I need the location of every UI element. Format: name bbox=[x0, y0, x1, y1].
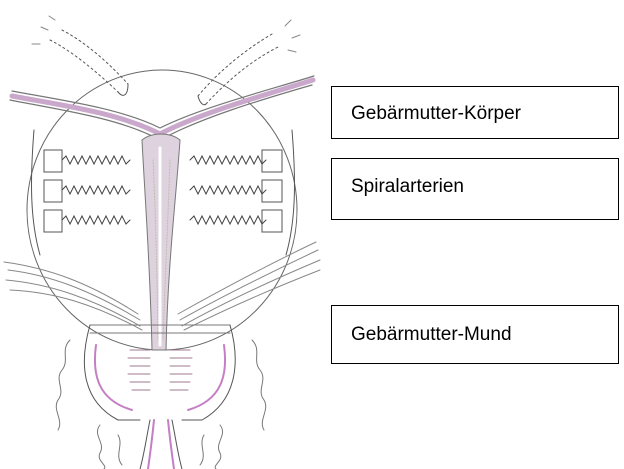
left-spiral-arteries bbox=[62, 156, 130, 224]
label-box-spiral-arteries: Spiralarterien bbox=[331, 158, 619, 220]
vaginal-canal bbox=[140, 420, 182, 469]
left-ligament bbox=[4, 262, 142, 330]
uterus-illustration bbox=[0, 0, 330, 469]
right-radial-vessels bbox=[262, 130, 294, 255]
label-spiral-arteries: Spiralarterien bbox=[351, 177, 464, 196]
left-fallopian-tube bbox=[32, 16, 128, 95]
right-spiral-arteries bbox=[190, 156, 266, 224]
label-cervix: Gebärmutter-Mund bbox=[351, 325, 512, 344]
left-radial-vessels bbox=[32, 130, 62, 255]
surrounding-tissue bbox=[56, 340, 265, 469]
label-box-cervix: Gebärmutter-Mund bbox=[331, 305, 619, 364]
cervical-glands bbox=[128, 350, 192, 390]
right-fallopian-tube bbox=[198, 20, 300, 105]
label-box-uterus-body: Gebärmutter-Körper bbox=[331, 86, 619, 139]
label-uterus-body: Gebärmutter-Körper bbox=[351, 104, 521, 123]
fundus-band bbox=[10, 76, 314, 140]
